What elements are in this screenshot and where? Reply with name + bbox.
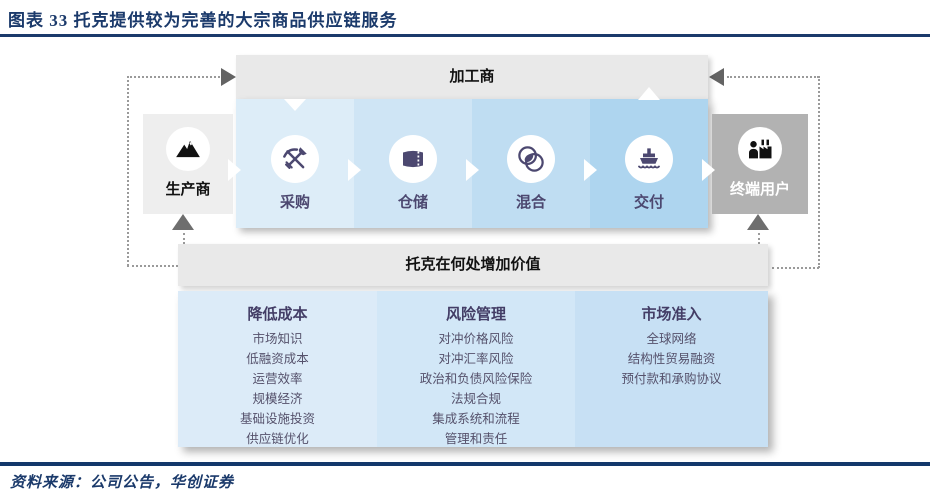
list-item: 法规合规: [450, 392, 501, 406]
flow-arrow-processor-down-icon: [284, 99, 306, 111]
list-item: 运营效率: [252, 372, 303, 386]
flow-step-blending: 混合: [472, 99, 590, 228]
column-title: 风险管理: [445, 306, 506, 323]
blend-circles-icon: [518, 146, 544, 172]
title-rule: [0, 34, 930, 37]
end-user-label: 终端用户: [729, 181, 790, 198]
column-title: 降低成本: [247, 306, 308, 323]
dotted-line-mid-left: [127, 265, 178, 267]
step-label-blending: 混合: [515, 194, 546, 211]
flow-step-storage: 仓储: [354, 99, 472, 228]
arrow-right-into-processor-icon: [221, 68, 236, 86]
dotted-stub-left: [183, 233, 185, 244]
flow-arrow-delivery-up-icon: [638, 87, 660, 100]
column-risk-management: 风险管理 对冲价格风险 对冲汇率风险 政治和负债风险保险 法规合规 集成系统和流…: [377, 291, 575, 447]
pickaxe-shovel-icon: [283, 147, 307, 169]
list-item: 预付款和承购协议: [621, 372, 722, 386]
end-user-box: 终端用户: [712, 114, 808, 214]
step-label-storage: 仓储: [397, 194, 428, 211]
flow-arrow-procurement-storage-icon: [348, 159, 361, 181]
flow-steps-row: 采购 仓储 混合: [236, 99, 708, 228]
dotted-line-top-left: [127, 76, 223, 78]
arrow-left-into-processor-icon: [709, 68, 724, 86]
column-title: 市场准入: [641, 306, 702, 323]
user-factory-icon: [749, 139, 772, 159]
mountain-icon: [176, 140, 200, 158]
dotted-line-left-vertical: [127, 76, 129, 266]
figure-title: 图表 33 托克提供较为完善的大宗商品供应链服务: [8, 11, 398, 30]
list-item: 对冲汇率风险: [438, 352, 514, 366]
bottom-rule: [0, 462, 930, 466]
cargo-ship-icon: [638, 148, 660, 169]
arrow-up-producer-icon: [172, 214, 194, 230]
list-item: 低融资成本: [246, 352, 309, 366]
step-label-procurement: 采购: [279, 194, 310, 211]
column-reduce-costs: 降低成本 市场知识 低融资成本 运营效率 规模经济 基础设施投资 供应链优化: [178, 291, 377, 447]
flow-arrow-producer-procurement-icon: [228, 159, 241, 181]
list-item: 规模经济: [252, 392, 303, 406]
dotted-line-right-vertical: [818, 76, 820, 268]
processor-bar: 加工商: [236, 55, 708, 99]
list-item: 结构性贸易融资: [627, 352, 716, 366]
list-item: 对冲价格风险: [438, 332, 514, 346]
arrow-up-enduser-icon: [747, 214, 769, 230]
flow-step-delivery: 交付: [590, 99, 708, 228]
dotted-line-mid-right: [772, 267, 819, 269]
value-add-header-bar: 托克在何处增加价值: [178, 244, 768, 286]
source-note: 资料来源：公司公告，华创证券: [10, 475, 235, 491]
flow-step-procurement: 采购: [236, 99, 354, 228]
step-label-delivery: 交付: [633, 194, 664, 211]
value-columns: 降低成本 市场知识 低融资成本 运营效率 规模经济 基础设施投资 供应链优化 风…: [178, 291, 768, 447]
list-item: 集成系统和流程: [432, 412, 520, 426]
dotted-line-top-right: [727, 76, 819, 78]
list-item: 基础设施投资: [239, 412, 315, 426]
flow-arrow-storage-blending-icon: [466, 159, 479, 181]
list-item: 供应链优化: [246, 432, 309, 446]
producer-label: 生产商: [165, 181, 211, 198]
column-market-access: 市场准入 全球网络 结构性贸易融资 预付款和承购协议: [575, 291, 768, 447]
storage-tank-icon: [403, 150, 423, 168]
list-item: 市场知识: [252, 332, 303, 346]
list-item: 政治和负债风险保险: [419, 372, 533, 386]
dotted-stub-right: [758, 233, 760, 244]
list-item: 管理和责任: [444, 432, 508, 446]
list-item: 全球网络: [646, 332, 697, 346]
producer-box: 生产商: [143, 114, 233, 214]
flow-arrow-blending-delivery-icon: [584, 159, 597, 181]
flow-arrow-delivery-enduser-icon: [702, 159, 715, 181]
